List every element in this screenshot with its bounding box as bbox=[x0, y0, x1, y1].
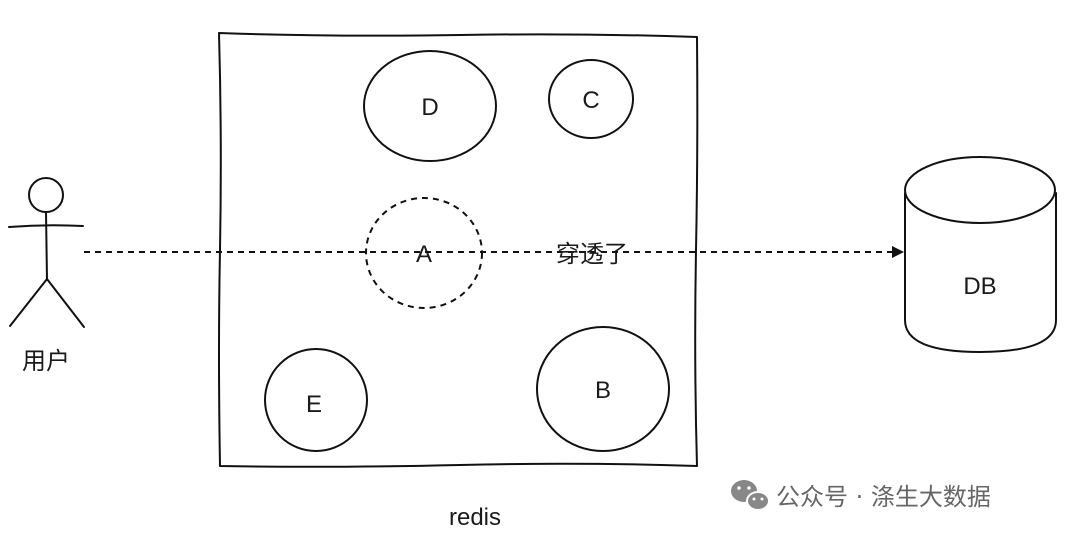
cache-node-e: E bbox=[264, 348, 368, 452]
cache-node-b: B bbox=[536, 326, 670, 452]
cache-node-c: C bbox=[548, 59, 634, 139]
node-d-label: D bbox=[421, 94, 438, 121]
db-cylinder-top bbox=[904, 156, 1056, 224]
db-label: DB bbox=[963, 273, 996, 300]
node-c-circle bbox=[548, 59, 634, 139]
node-b-circle bbox=[536, 326, 670, 452]
node-c-label: C bbox=[582, 87, 599, 114]
node-e-label: E bbox=[306, 391, 322, 418]
user-head bbox=[28, 177, 64, 213]
user-arms bbox=[8, 224, 84, 228]
database: DB bbox=[904, 156, 1057, 353]
arrow-label: 穿透了 bbox=[556, 241, 628, 268]
penetration-arrow: 穿透了 bbox=[84, 241, 904, 268]
redis-container: redis bbox=[218, 32, 699, 531]
node-a-label: A bbox=[416, 241, 432, 268]
user-body bbox=[45, 211, 48, 281]
node-e-circle bbox=[264, 348, 368, 452]
redis-label: redis bbox=[449, 504, 501, 531]
watermark-text: 公众号 · 涤生大数据 bbox=[776, 483, 991, 511]
node-b-label: B bbox=[595, 377, 611, 404]
redis-box bbox=[218, 32, 699, 468]
watermark: 公众号 · 涤生大数据 bbox=[731, 480, 991, 511]
user-actor: 用户 bbox=[8, 177, 85, 375]
wechat-icon bbox=[731, 480, 770, 511]
cache-node-d: D bbox=[363, 50, 497, 162]
user-legs bbox=[9, 278, 85, 328]
node-d-circle bbox=[363, 50, 497, 162]
db-cylinder-body bbox=[904, 192, 1057, 353]
user-label: 用户 bbox=[22, 348, 70, 375]
